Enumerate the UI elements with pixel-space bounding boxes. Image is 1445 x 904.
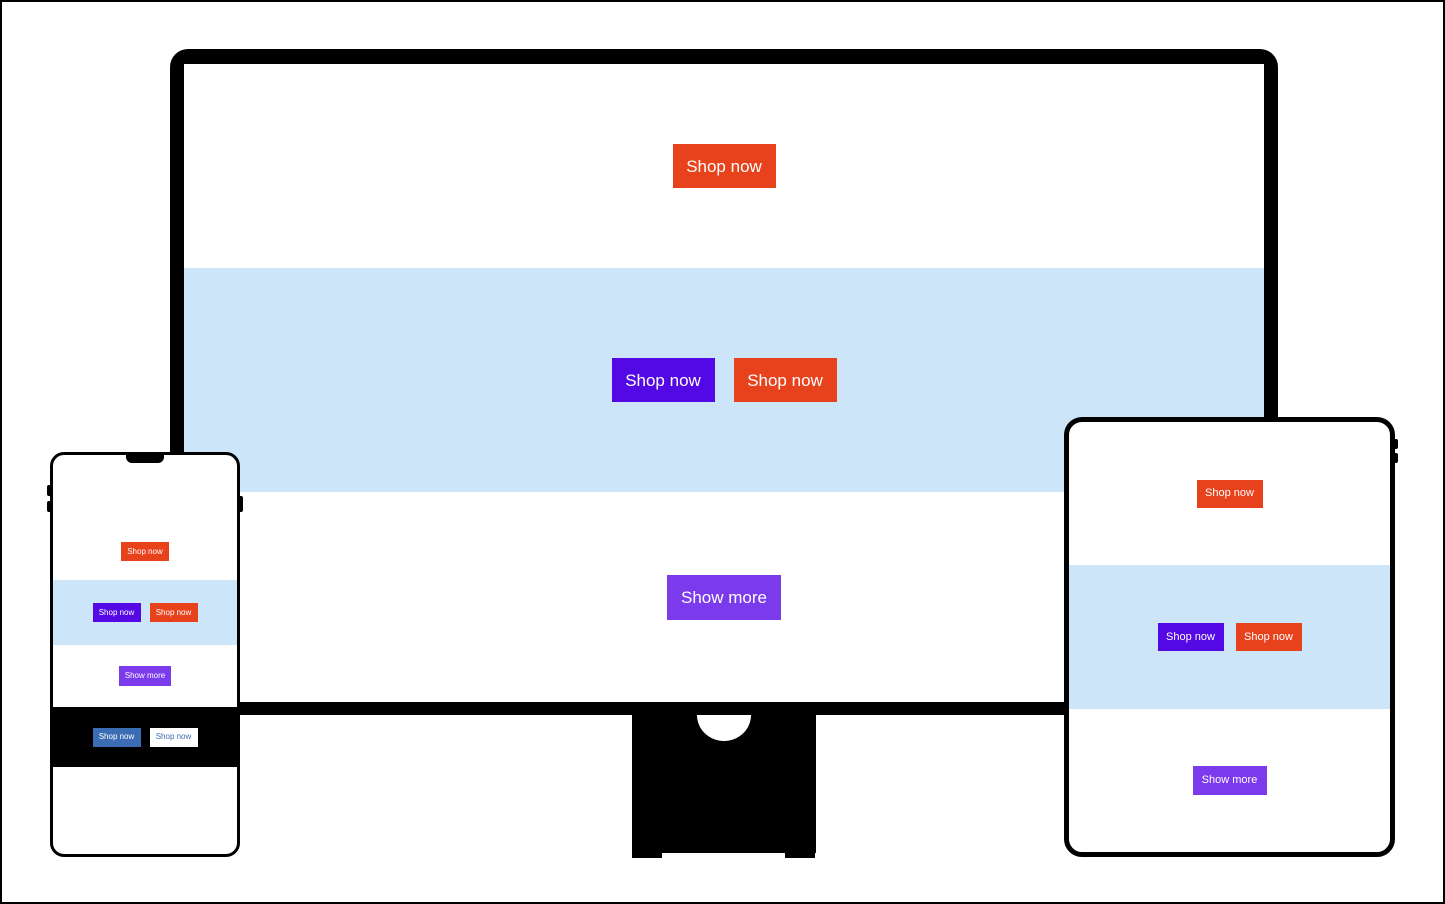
desktop-feature-shop-now-red-button[interactable]: Shop now: [733, 358, 837, 402]
phone-hero-shop-now-button[interactable]: Shop now: [121, 542, 169, 561]
monitor-stand-notch: [697, 715, 751, 741]
phone-feature-section: Shop now Shop now: [53, 580, 237, 645]
tablet-volume-down-button: [1393, 453, 1398, 463]
tablet-gallery-section: Show more: [1069, 709, 1390, 852]
desktop-feature-shop-now-purple-button[interactable]: Shop now: [611, 358, 715, 402]
phone-show-more-button[interactable]: Show more: [119, 666, 171, 686]
phone-bottom-section: [53, 767, 237, 854]
phone-notch: [126, 455, 164, 463]
phone-mockup: Shop now Shop now Shop now Show more Sho…: [47, 452, 243, 857]
phone-volume-up-button: [47, 485, 52, 496]
monitor-stand-foot-right: [785, 848, 815, 858]
tablet-feature-section: Shop now Shop now: [1069, 565, 1390, 709]
phone-power-button: [238, 496, 243, 512]
desktop-show-more-button[interactable]: Show more: [667, 574, 781, 620]
desktop-hero-shop-now-button[interactable]: Shop now: [672, 144, 776, 188]
monitor-stand: [632, 715, 816, 858]
phone-screen: Shop now Shop now Shop now Show more Sho…: [53, 455, 237, 854]
phone-gallery-section: Show more: [53, 645, 237, 707]
phone-footer-shop-now-white-button[interactable]: Shop now: [149, 727, 198, 747]
tablet-hero-shop-now-button[interactable]: Shop now: [1196, 479, 1263, 508]
phone-hero-section: Shop now: [53, 455, 237, 580]
tablet-mockup: Shop now Shop now Shop now Show more: [1064, 417, 1398, 857]
tablet-show-more-button[interactable]: Show more: [1192, 766, 1267, 795]
phone-feature-shop-now-red-button[interactable]: Shop now: [149, 603, 198, 622]
desktop-gallery-section: Show more: [184, 492, 1264, 702]
phone-footer-section: Shop now Shop now: [53, 707, 237, 767]
phone-footer-shop-now-blue-button[interactable]: Shop now: [92, 727, 141, 747]
phone-volume-down-button: [47, 501, 52, 512]
tablet-feature-shop-now-purple-button[interactable]: Shop now: [1157, 623, 1224, 651]
tablet-feature-shop-now-red-button[interactable]: Shop now: [1235, 623, 1302, 651]
tablet-hero-section: Shop now: [1069, 422, 1390, 565]
tablet-volume-up-button: [1393, 439, 1398, 449]
phone-feature-shop-now-purple-button[interactable]: Shop now: [92, 603, 141, 622]
monitor-stand-foot-left: [632, 848, 662, 858]
desktop-hero-section: Shop now: [184, 64, 1264, 268]
tablet-screen: Shop now Shop now Shop now Show more: [1069, 422, 1390, 852]
